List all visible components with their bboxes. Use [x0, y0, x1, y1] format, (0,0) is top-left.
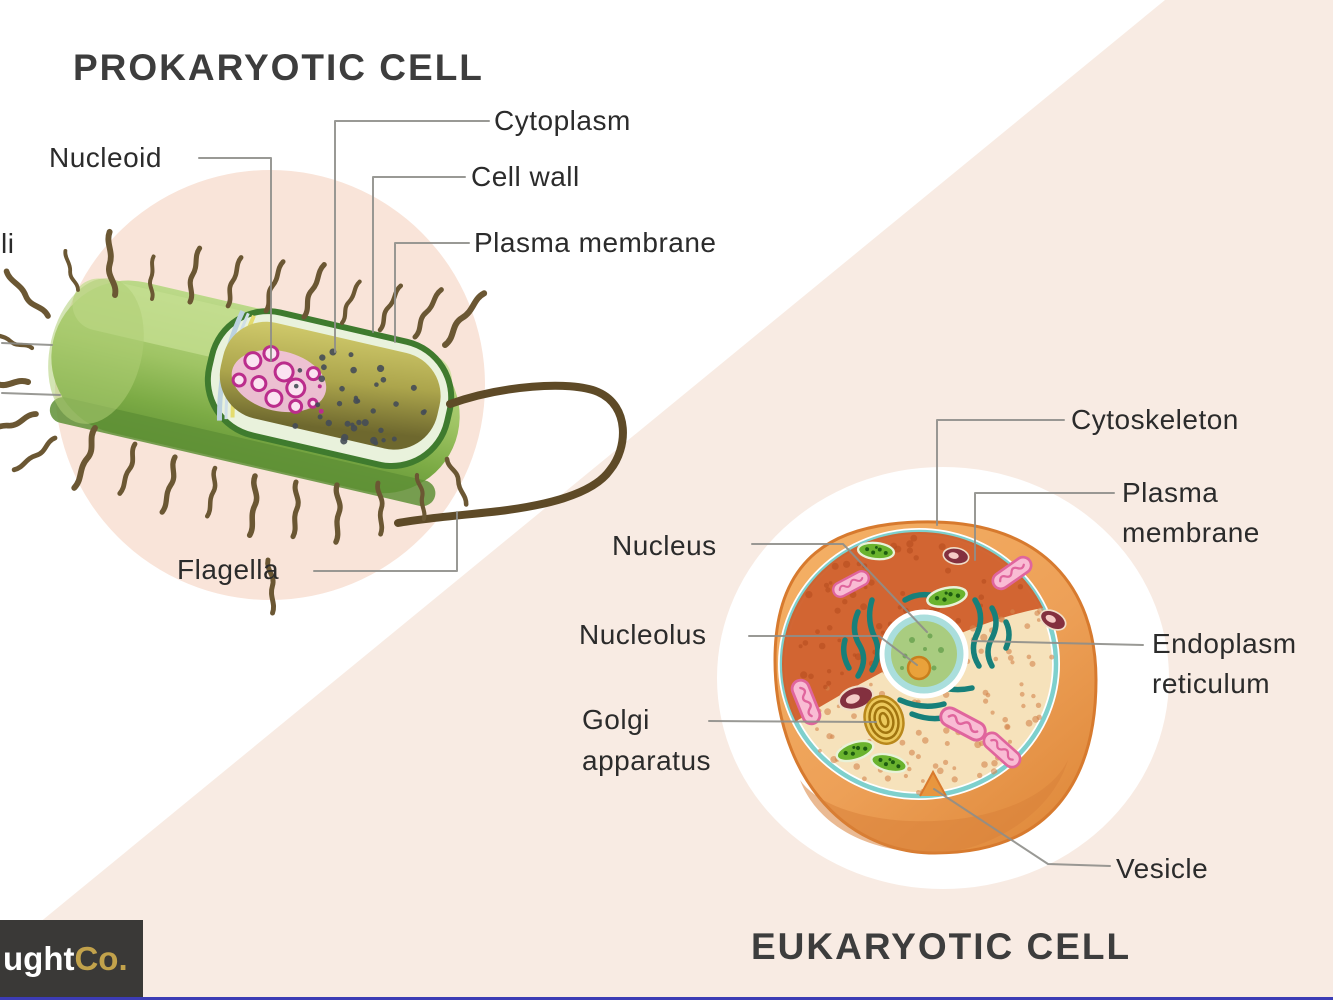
- label-cytoplasm: Cytoplasm: [494, 105, 631, 136]
- flagellum: [394, 381, 627, 527]
- label-vesicle: Vesicle: [1116, 853, 1209, 884]
- label-nucleoid: Nucleoid: [49, 142, 162, 173]
- connector-nucleolus: [748, 635, 918, 666]
- connector-vesicle: [933, 788, 1111, 867]
- prokaryotic-cell-illustration: [0, 228, 627, 616]
- label-plasma-membrane-euk-line2: membrane: [1122, 517, 1260, 548]
- connector-pili-1: [1, 342, 53, 346]
- label-er-line2: reticulum: [1152, 668, 1271, 699]
- label-golgi-line1: Golgi: [582, 704, 650, 735]
- pili: [0, 228, 488, 616]
- ribosome-dots: [292, 348, 427, 446]
- label-cytoskeleton: Cytoskeleton: [1071, 404, 1239, 435]
- golgi-apparatus: [863, 695, 905, 745]
- connector-endoplasmic-reticulum: [971, 640, 1144, 646]
- connector-plasma-membrane-prok: [394, 242, 470, 343]
- connector-cytoskeleton: [936, 419, 1065, 526]
- eukaryotic-cell-illustration: [773, 520, 1098, 855]
- label-golgi-line2: apparatus: [582, 745, 712, 776]
- bottom-accent-bar: [0, 997, 1333, 1000]
- label-plasma-membrane-euk-line1: Plasma: [1122, 477, 1219, 508]
- label-pili-cut: li: [1, 228, 15, 259]
- connector-golgi: [708, 720, 877, 723]
- label-flagella: Flagella: [177, 554, 280, 585]
- label-er-line1: Endoplasm: [1152, 628, 1297, 659]
- label-cell-wall: Cell wall: [471, 161, 580, 192]
- label-nucleus: Nucleus: [612, 530, 717, 561]
- connector-flagella: [313, 511, 458, 572]
- label-nucleolus: Nucleolus: [579, 619, 707, 650]
- connector-nucleus: [751, 543, 928, 633]
- connector-cell-wall: [372, 176, 466, 333]
- nucleus: [879, 609, 969, 699]
- logo-text-gold: Co.: [74, 940, 128, 977]
- thoughtco-logo: ughtCo.: [0, 920, 143, 998]
- prokaryotic-title: PROKARYOTIC CELL: [73, 47, 484, 88]
- label-connectors: [1, 120, 1144, 867]
- eukaryotic-title: EUKARYOTIC CELL: [751, 926, 1132, 967]
- label-plasma-membrane-prok: Plasma membrane: [474, 227, 717, 258]
- logo-text-white: ught: [3, 940, 75, 977]
- connector-nucleoid: [198, 157, 272, 362]
- connector-cytoplasm: [334, 120, 490, 353]
- connector-plasma-membrane-euk: [974, 492, 1115, 561]
- vesicle-notch: [919, 769, 947, 797]
- connector-pili-2: [1, 392, 61, 396]
